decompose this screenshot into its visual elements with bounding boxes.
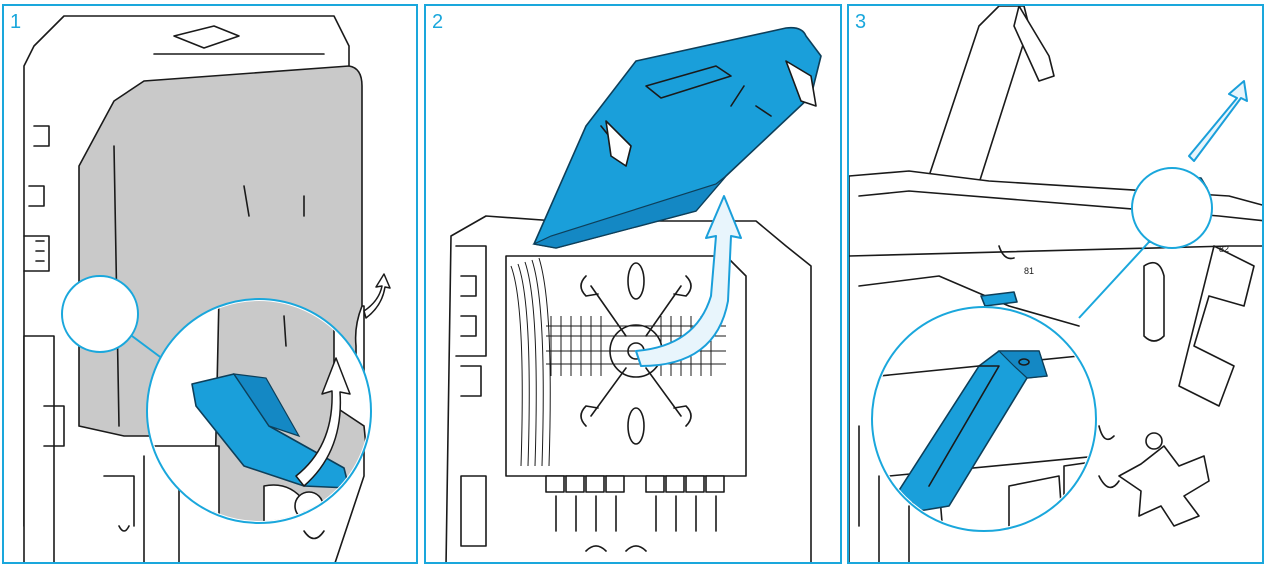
removal-arrow (1188, 80, 1248, 162)
zoom-leader-line (1078, 241, 1150, 319)
rotate-arrow-small (363, 273, 391, 319)
step-number: 1 (10, 11, 22, 33)
step-panel-2: 2 (424, 4, 842, 564)
step-3-illustration: 81 82 (849, 6, 1262, 562)
rotate-arrow-large (295, 357, 351, 487)
step-panel-3: 3 81 82 (847, 4, 1264, 564)
tray-label: 82 (1219, 244, 1229, 254)
zoom-source-circle (1131, 167, 1213, 249)
step-number: 2 (432, 11, 444, 33)
lift-arrow (635, 195, 742, 367)
tray-label: 81 (1024, 266, 1034, 276)
splice-tray-stack (505, 255, 747, 477)
step-2-illustration (445, 26, 822, 562)
step-1-illustration (23, 15, 391, 562)
step-number: 3 (855, 11, 867, 33)
step-panel-1: 1 (2, 4, 418, 564)
zoom-source-circle (61, 275, 139, 353)
blue-cover-lifted (533, 26, 822, 249)
